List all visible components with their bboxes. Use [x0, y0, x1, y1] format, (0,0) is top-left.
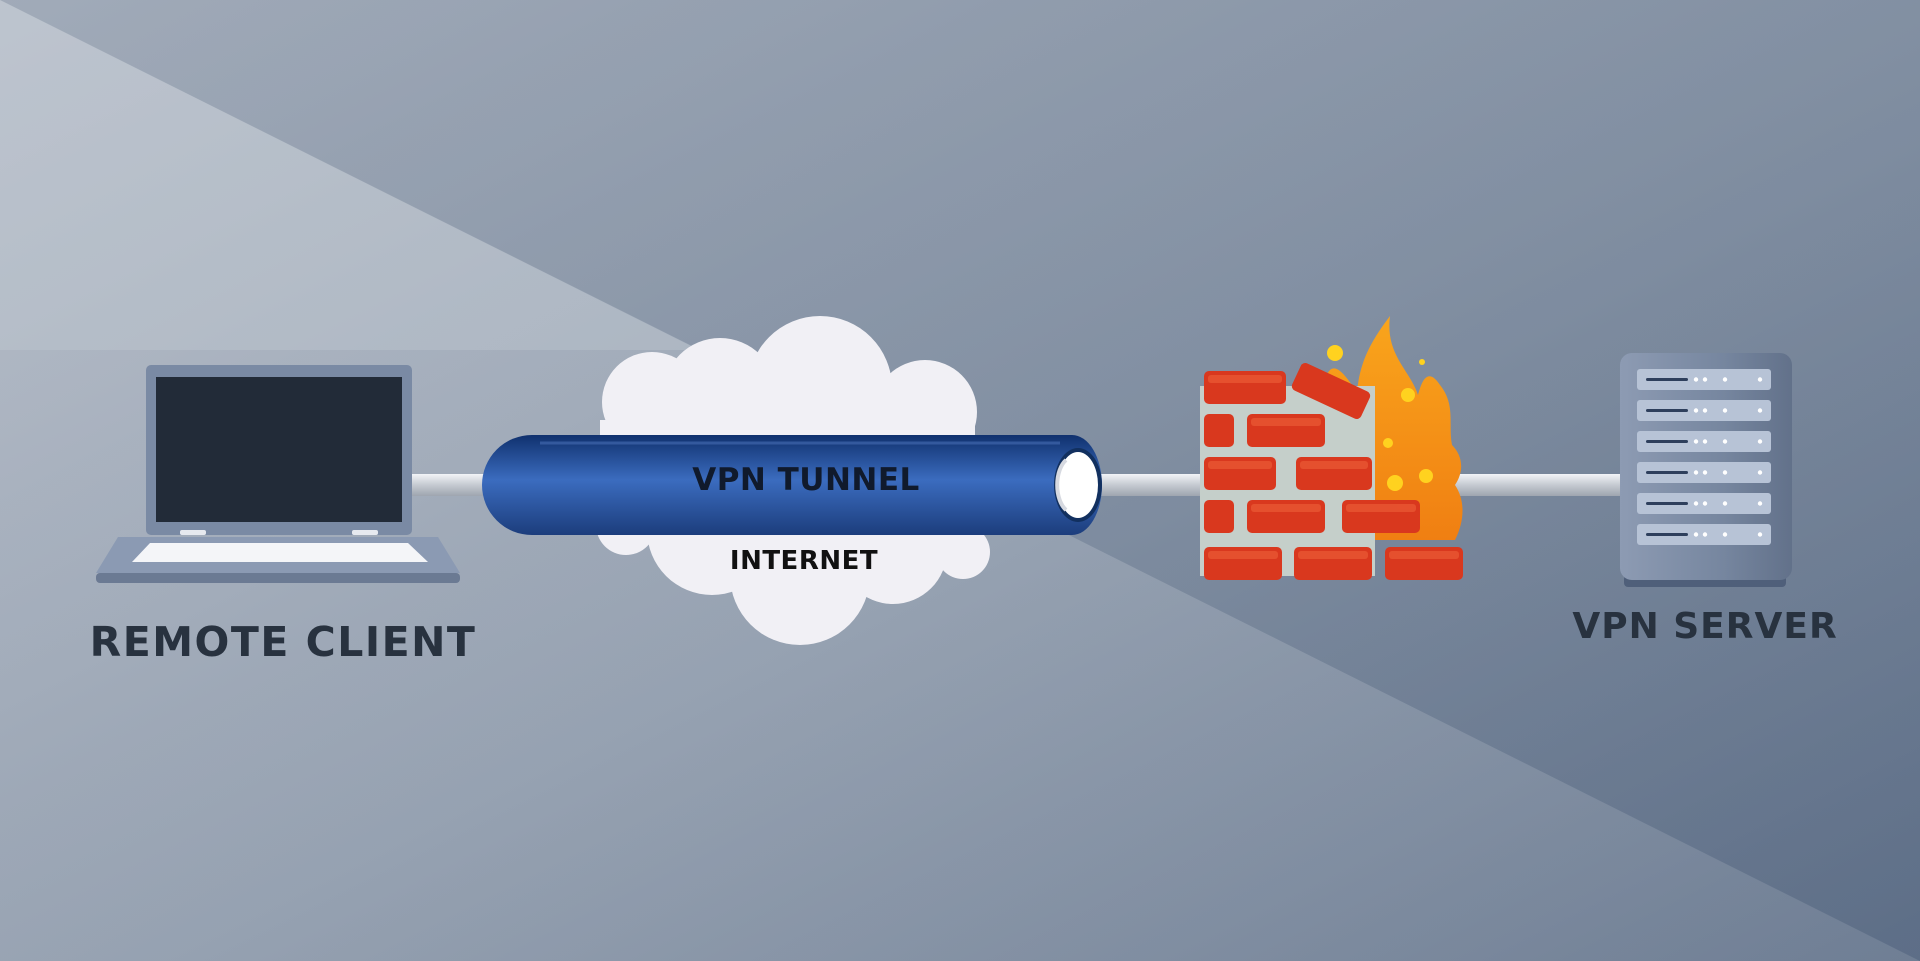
firewall-icon: [1200, 316, 1463, 580]
cable-tunnel-firewall: [1100, 474, 1210, 496]
server-rack-icon: [1620, 353, 1792, 587]
remote-client-label: REMOTE CLIENT: [89, 618, 477, 666]
vpn-tunnel-label: VPN TUNNEL: [692, 462, 920, 498]
cable-firewall-server: [1455, 474, 1625, 496]
tunnel-pipe-icon: [482, 435, 1102, 535]
server-unit: [1637, 524, 1771, 545]
server-unit: [1637, 400, 1771, 421]
internet-label: INTERNET: [729, 546, 879, 576]
server-unit: [1637, 431, 1771, 452]
cable-client-tunnel: [410, 474, 490, 496]
server-unit: [1637, 493, 1771, 514]
server-unit: [1637, 369, 1771, 390]
server-units: [1637, 369, 1771, 545]
connection-cables: [410, 474, 1625, 496]
server-unit: [1637, 462, 1771, 483]
laptop-icon: [96, 365, 460, 583]
vpn-server-label: VPN SERVER: [1572, 606, 1838, 647]
